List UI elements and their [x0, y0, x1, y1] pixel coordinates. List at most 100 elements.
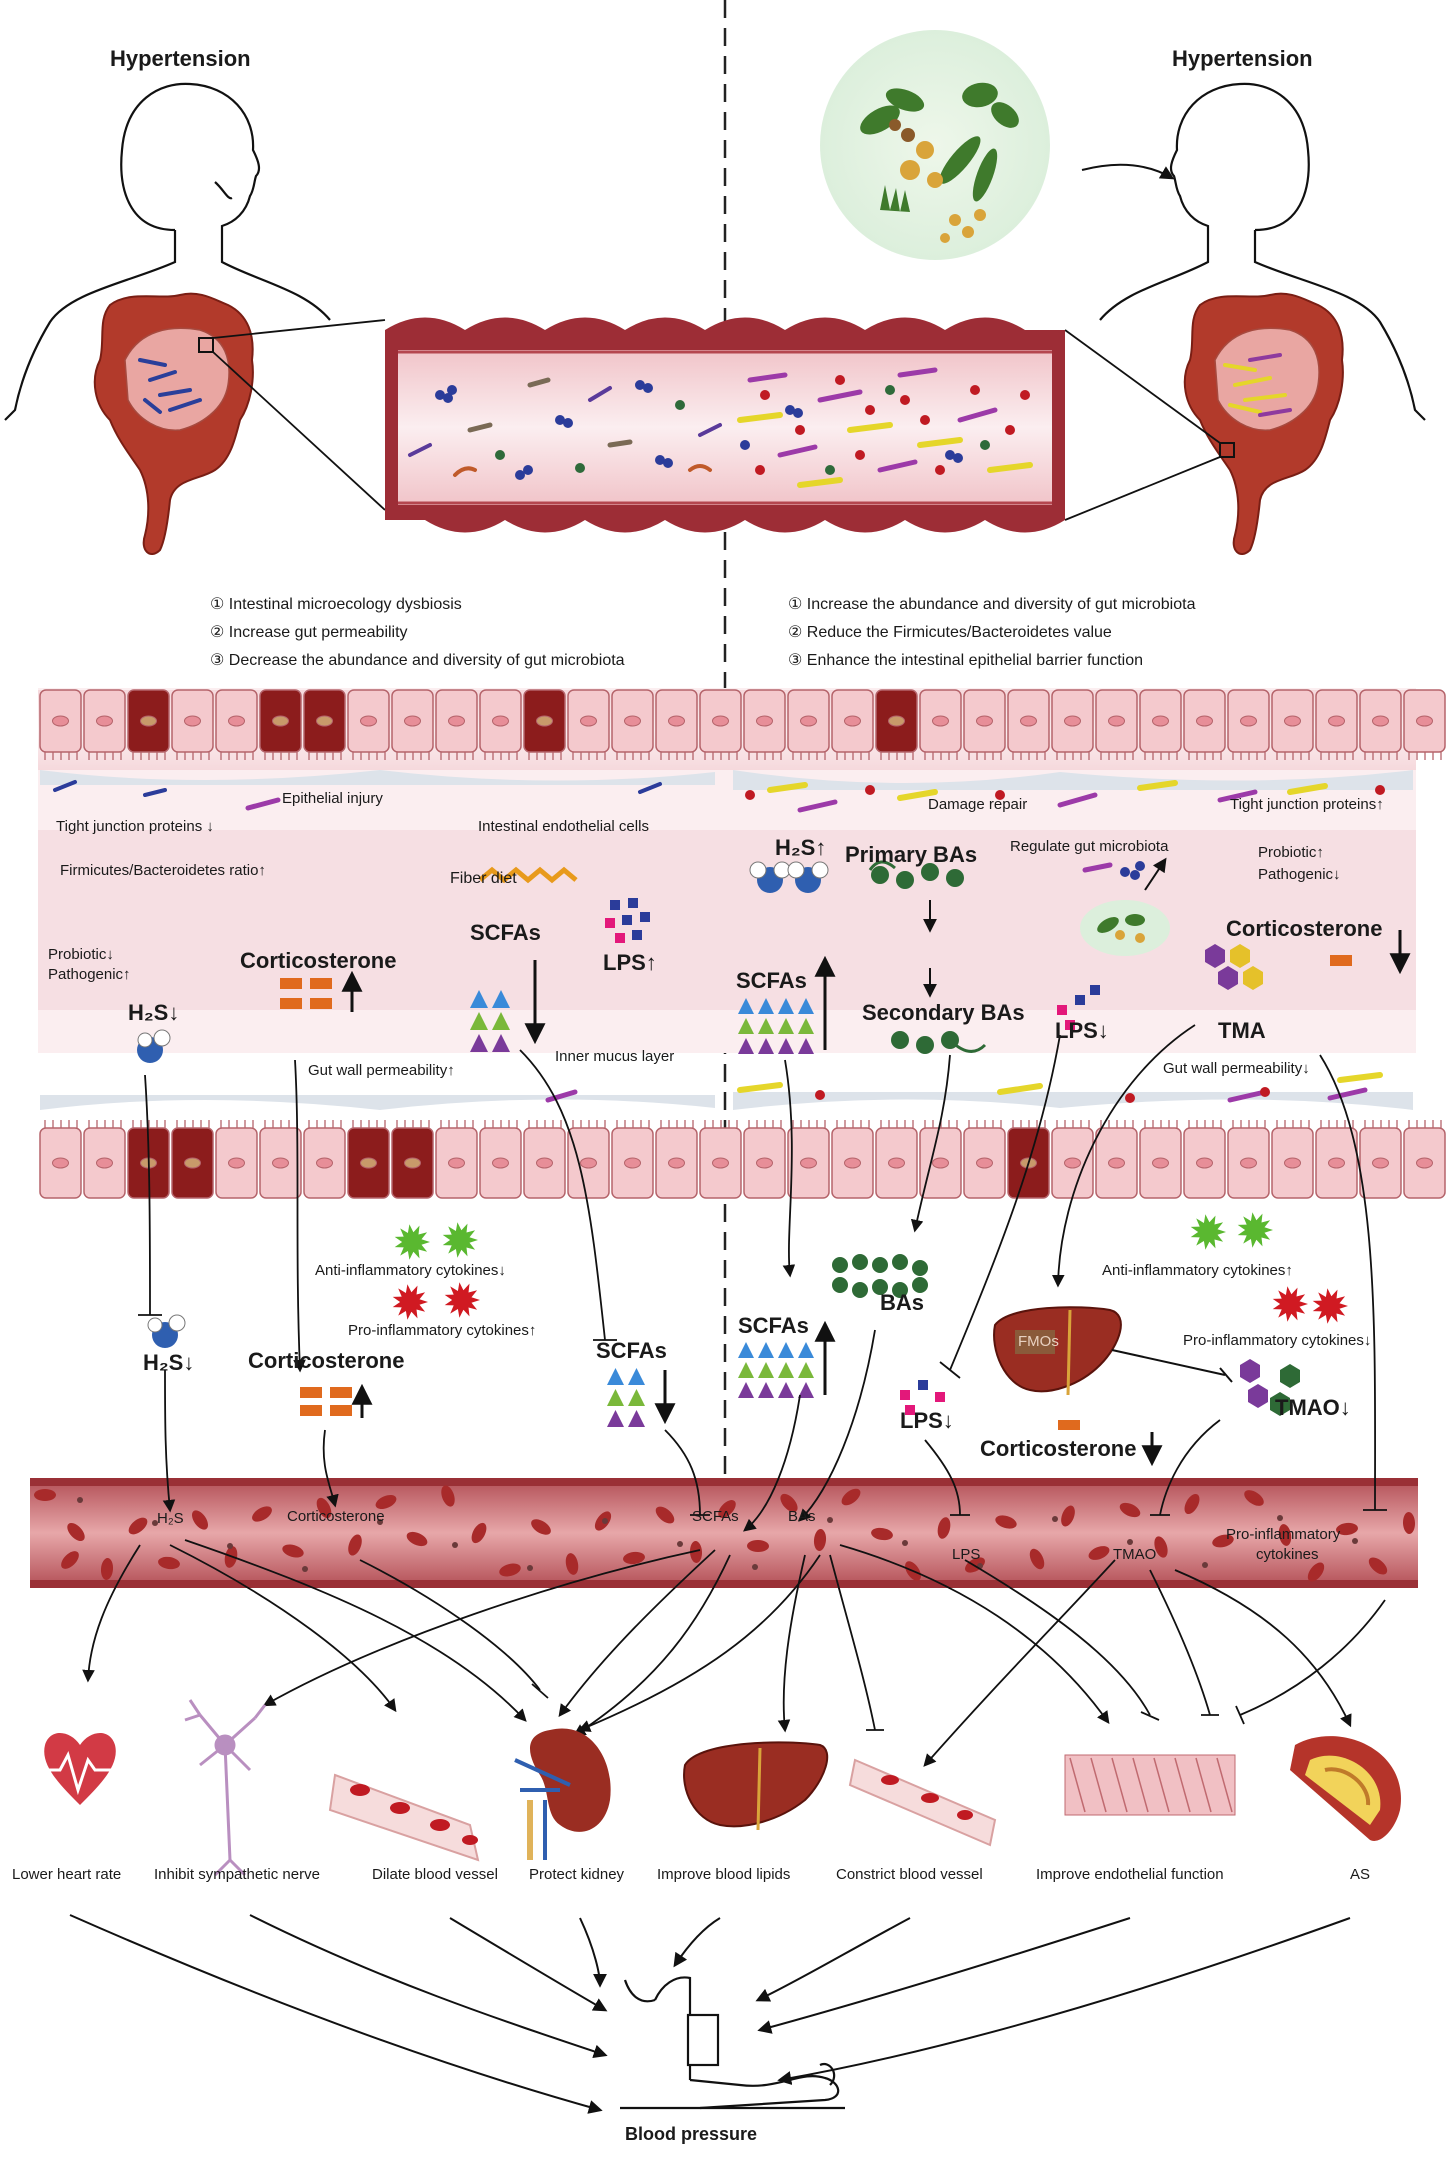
pro-inflam-left-label: Pro-inflammatory cytokines↑ [348, 1322, 537, 1339]
outcome-sympathetic: Inhibit sympathetic nerve [154, 1866, 320, 1883]
h2s-molecule-left [137, 1029, 171, 1063]
left-effect-1: ① Intestinal microecology dysbiosis [210, 596, 462, 613]
damage-repair-label: Damage repair [928, 796, 1028, 813]
red-blood-cells [34, 1485, 1416, 1582]
probiotic-left: Probiotic↓ [48, 946, 114, 963]
corticosterone-bars-lower [300, 1387, 352, 1416]
anti-inflam-left-label: Anti-inflammatory cytokines↓ [315, 1262, 506, 1279]
tmao-lower-label: TMAO↓ [1275, 1395, 1351, 1420]
bp-arrows [69, 1914, 1351, 2114]
lps-lower-label: LPS↓ [900, 1408, 954, 1433]
outcome-dilate: Dilate blood vessel [372, 1866, 498, 1883]
pathway-arrows [138, 1024, 1387, 1532]
anti-inflammatory-cytokines-right [1190, 1212, 1273, 1250]
endothelial-cells-label: Intestinal endothelial cells [478, 818, 649, 835]
microbes-regulate [1082, 862, 1113, 873]
scfas-label-left: SCFAs [470, 920, 541, 945]
neuron-icon [184, 1699, 267, 1877]
right-effect-3: ③ Enhance the intestinal epithelial barr… [788, 652, 1143, 669]
corticosterone-label-right: Corticosterone [1226, 916, 1383, 941]
pro-inflammatory-cytokines-right [1272, 1286, 1348, 1324]
h2s-lower-label: H₂S↓ [143, 1350, 195, 1375]
vessel-h2s-label: H₂S [157, 1510, 184, 1527]
tight-junction-right: Tight junction proteins↑ [1230, 796, 1384, 813]
herb-circle [820, 30, 1175, 260]
intestine-left [93, 292, 386, 555]
fiber-diet-label: Fiber diet [450, 870, 517, 887]
gut-perm-right: Gut wall permeability↓ [1163, 1060, 1310, 1077]
scfas-triangles-right [738, 998, 814, 1054]
anti-inflammatory-cytokines-left [394, 1222, 478, 1260]
mucus-strip-bottom [40, 1072, 1413, 1110]
h2s-molecule-lower [147, 1314, 186, 1348]
lps-squares-lower [900, 1380, 945, 1415]
right-title: Hypertension [1172, 46, 1313, 71]
scfas-triangles-left [470, 990, 510, 1052]
fiber-icon [478, 866, 578, 884]
constricted-vessel-icon [848, 1758, 997, 1847]
corticosterone-bars-left [280, 978, 332, 1009]
fb-ratio-label: Firmicutes/Bacteroidetes ratio↑ [60, 862, 266, 879]
gut-perm-left: Gut wall permeability↑ [308, 1062, 455, 1079]
outcome-lipids: Improve blood lipids [657, 1866, 791, 1883]
lps-squares-right [1057, 985, 1100, 1030]
dilated-vessel-icon [328, 1773, 480, 1862]
outcome-arrows [82, 1539, 1386, 1767]
scfas-lower-right-label: SCFAs [738, 1313, 809, 1338]
heart-icon [30, 1732, 130, 1805]
corticosterone-bar-lower-right [1058, 1420, 1080, 1430]
blood-pressure-arm-icon [620, 1976, 845, 2110]
fmos-label: FMOs [1018, 1333, 1059, 1350]
corticosterone-lower-label: Corticosterone [248, 1348, 405, 1373]
left-title: Hypertension [110, 46, 251, 71]
h2s-label-left: H₂S↓ [128, 1000, 180, 1025]
gut-zoom-microbes-right [737, 367, 1033, 488]
scfas-lower-left-label: SCFAs [596, 1338, 667, 1363]
scfas-triangles-lower-left [607, 1368, 645, 1427]
outcome-constrict: Constrict blood vessel [836, 1866, 983, 1883]
outcome-heart-rate: Lower heart rate [12, 1866, 122, 1883]
vessel-tmao-label: TMAO [1113, 1546, 1157, 1563]
vessel-pro-inflam-label: Pro-inflammatory [1226, 1526, 1341, 1543]
vessel-corticosterone-label: Corticosterone [287, 1508, 385, 1525]
epithelial-injury-label: Epithelial injury [282, 790, 383, 807]
liver-icon [683, 1741, 829, 1831]
tma-label: TMA [1218, 1018, 1266, 1043]
inner-mucus-label: Inner mucus layer [555, 1048, 675, 1065]
right-effect-2: ② Reduce the Firmicutes/Bacteroidetes va… [788, 624, 1112, 641]
regulate-microbiota-label: Regulate gut microbiota [1010, 838, 1169, 855]
secondary-bas-label: Secondary BAs [862, 1000, 1025, 1025]
right-effect-1: ① Increase the abundance and diversity o… [788, 596, 1196, 613]
scfas-label-right: SCFAs [736, 968, 807, 993]
corticosterone-label-left: Corticosterone [240, 948, 397, 973]
anti-inflam-right-label: Anti-inflammatory cytokines↑ [1102, 1262, 1293, 1279]
kidney-icon [514, 1728, 611, 1860]
epithelium-cells-bottom [39, 1120, 1446, 1199]
gut-zoom-microbes-left [408, 377, 722, 480]
tma-hexagons [1205, 944, 1263, 990]
probiotic-right: Probiotic↑ [1258, 844, 1324, 861]
outcome-as: AS [1350, 1866, 1371, 1883]
epithelium-cells-top [39, 689, 1446, 760]
h2s-molecule-right [749, 861, 829, 893]
secondary-bas-chain [891, 1031, 987, 1054]
as-artery-icon [1290, 1736, 1401, 1841]
endothelium-icon [1064, 1754, 1236, 1816]
pro-inflam-right-label: Pro-inflammatory cytokines↓ [1183, 1332, 1372, 1349]
mucus-strip-top [40, 770, 1413, 813]
pro-inflammatory-cytokines-left [392, 1282, 480, 1320]
human-silhouette-right [1099, 82, 1426, 421]
pathogenic-right: Pathogenic↓ [1258, 866, 1341, 883]
tmao-hexagons [1240, 1359, 1300, 1416]
vessel-cytokines-label: cytokines [1256, 1546, 1319, 1563]
lps-label-left: LPS↑ [603, 950, 657, 975]
corticosterone-bar-right [1330, 955, 1352, 966]
vessel-bas-label: BAs [788, 1508, 816, 1525]
left-effect-2: ② Increase gut permeability [210, 624, 408, 641]
herb-mini-icon [1080, 900, 1170, 956]
scfas-triangles-lower-right [738, 1342, 814, 1398]
lps-label-right: LPS↓ [1055, 1018, 1109, 1043]
primary-bas-chain [868, 860, 964, 889]
lps-squares-left [605, 898, 650, 943]
